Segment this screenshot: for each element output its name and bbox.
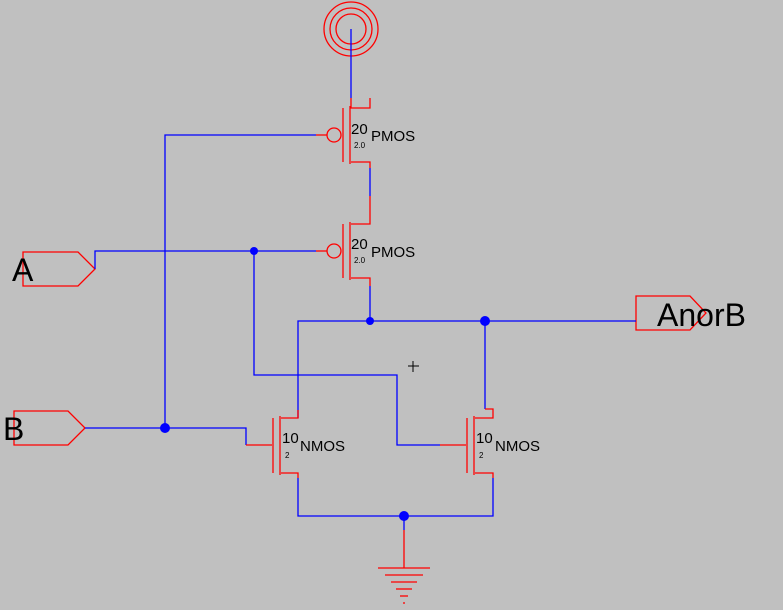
wire-b-to-nmos1-gate[interactable] [85, 427, 247, 445]
wire-b-to-pmos1-gate[interactable] [164, 134, 316, 428]
junction-b-dot [160, 423, 170, 433]
input-port-a[interactable] [22, 251, 96, 287]
pmos-transistor-1[interactable] [316, 98, 371, 168]
ground-symbol[interactable] [378, 530, 430, 604]
wire-a-to-pmos2-gate[interactable] [94, 250, 316, 269]
wire-nmos-sources[interactable] [297, 478, 494, 517]
pmos-transistor-2[interactable] [316, 196, 371, 286]
pmos-1-length: 2.0 [354, 141, 366, 150]
wire-output-node[interactable] [369, 286, 636, 322]
nmos-transistor-1[interactable] [246, 410, 299, 478]
nmos-transistor-2[interactable] [440, 408, 494, 478]
nmos-2-width: 10 [476, 430, 493, 447]
pmos-1-type: PMOS [371, 128, 415, 145]
wire-a-to-nmos2-gate[interactable] [253, 251, 440, 446]
pmos-2-type: PMOS [371, 244, 415, 261]
junction-output-dot-1 [366, 317, 374, 325]
nmos-1-width: 10 [282, 430, 299, 447]
output-anorb-label: AnorB [657, 297, 746, 333]
input-b-label: B [3, 411, 24, 447]
pmos-1-width: 20 [351, 121, 368, 138]
junction-a-dot [250, 247, 258, 255]
nmos-1-type: NMOS [300, 438, 345, 455]
junction-output-dot-2 [480, 316, 490, 326]
pmos-2-length: 2.0 [354, 256, 366, 265]
output-port-anorb[interactable] [635, 295, 707, 331]
nmos-2-type: NMOS [495, 438, 540, 455]
wire-output-to-nmos1[interactable] [297, 320, 370, 418]
input-port-b[interactable] [13, 410, 86, 446]
nmos-1-length: 2 [285, 451, 290, 460]
pmos-2-width: 20 [351, 236, 368, 253]
input-a-label: A [12, 252, 34, 288]
junction-ground-dot [399, 511, 409, 521]
nmos-2-length: 2 [479, 451, 484, 460]
crosshair-cursor-icon [408, 361, 419, 372]
